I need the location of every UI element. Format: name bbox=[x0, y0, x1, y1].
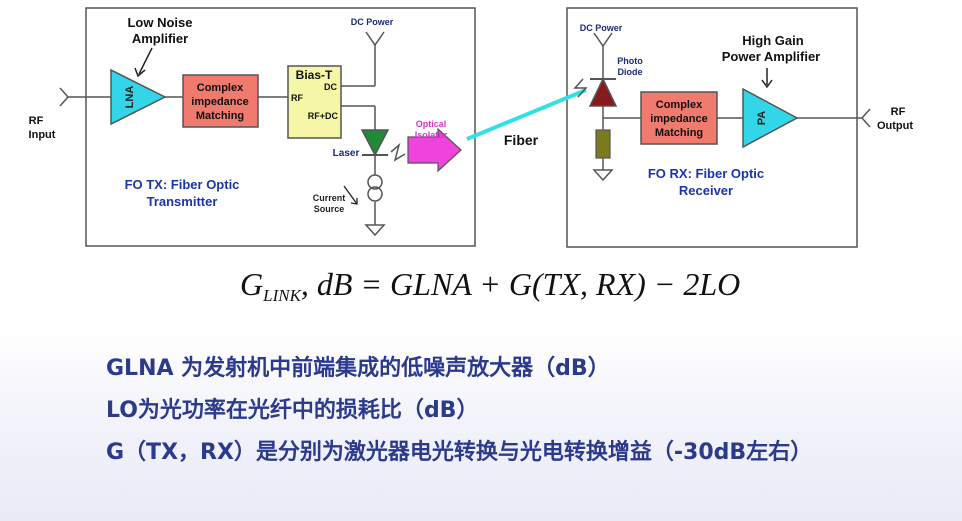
rf-input-line1: RF bbox=[29, 115, 44, 127]
note-glna: GLNA 为发射机中前端集成的低噪声放大器（dB） bbox=[106, 356, 610, 381]
note-lo: LO为光功率在光纤中的损耗比（dB） bbox=[106, 398, 479, 423]
rx-matching-line1: Complex bbox=[656, 99, 703, 111]
rf-output-line2: Output bbox=[877, 120, 913, 132]
tx-panel bbox=[85, 7, 476, 247]
isolator-label-line2: Isolator bbox=[415, 130, 448, 140]
formula-g: G bbox=[240, 266, 264, 302]
rx-caption-line1: FO RX: Fiber Optic bbox=[648, 166, 764, 181]
fiber-label: Fiber bbox=[504, 132, 539, 148]
lna-amplifier bbox=[110, 68, 167, 126]
bias-tee-rf-port: RF bbox=[291, 93, 303, 103]
lna-label: LNA bbox=[124, 86, 136, 109]
laser-label: Laser bbox=[333, 148, 360, 159]
link-gain-formula: GLINK, dB = GLNA + G(TX, RX) − 2LO bbox=[240, 266, 760, 306]
rx-matching-block bbox=[640, 91, 718, 145]
rf-output-line1: RF bbox=[891, 106, 906, 118]
load-resistor bbox=[595, 129, 611, 159]
tx-caption-line1: FO TX: Fiber Optic bbox=[125, 177, 240, 192]
rx-matching-line3: Matching bbox=[655, 127, 703, 139]
fiber-link-diagram: Low Noise Amplifier LNA RF Input Complex… bbox=[29, 7, 913, 248]
tx-wiring bbox=[59, 31, 406, 237]
rf-input-line2: Input bbox=[29, 129, 56, 141]
note-gtxrx: G（TX，RX）是分别为激光器电光转换与光电转换增益（-30dB左右） bbox=[106, 440, 813, 465]
isolator-label-line1: Optical bbox=[416, 119, 447, 129]
current-source-line2: Source bbox=[314, 204, 345, 214]
lna-title-line2: Amplifier bbox=[132, 31, 188, 46]
tx-matching-line2: impedance bbox=[191, 96, 248, 108]
formula-subscript: LINK bbox=[263, 286, 301, 305]
optical-isolator bbox=[407, 127, 462, 173]
rx-dc-power-label: DC Power bbox=[580, 23, 623, 33]
pa-title-line1: High Gain bbox=[742, 33, 803, 48]
pa-label: PA bbox=[756, 111, 768, 126]
rx-caption-line2: Receiver bbox=[679, 183, 733, 198]
rx-wiring bbox=[573, 32, 871, 182]
photo-diode-label-line1: Photo bbox=[617, 56, 643, 66]
pa-title-line2: Power Amplifier bbox=[722, 49, 820, 64]
current-source-line1: Current bbox=[313, 193, 346, 203]
laser-diode bbox=[360, 129, 390, 157]
tx-matching-line1: Complex bbox=[197, 82, 244, 94]
tx-matching-line3: Matching bbox=[196, 110, 244, 122]
formula-rest: , dB = GLNA + G(TX, RX) − 2LO bbox=[300, 266, 741, 302]
pa-amplifier bbox=[742, 87, 799, 149]
tx-dc-power-label: DC Power bbox=[351, 17, 394, 27]
optical-fiber bbox=[466, 88, 587, 141]
lna-title-line1: Low Noise bbox=[127, 15, 192, 30]
current-source-arrow bbox=[343, 185, 358, 205]
rx-matching-line2: impedance bbox=[650, 113, 707, 125]
tx-matching-block bbox=[182, 74, 259, 128]
bias-tee-dc-port: DC bbox=[324, 82, 337, 92]
bias-tee-rfdc-port: RF+DC bbox=[308, 111, 339, 121]
explanation-notes: GLNA 为发射机中前端集成的低噪声放大器（dB） LO为光功率在光纤中的损耗比… bbox=[106, 348, 812, 474]
bias-tee-title: Bias-T bbox=[296, 68, 333, 82]
photo-diode bbox=[588, 77, 618, 107]
photo-diode-label-line2: Diode bbox=[617, 67, 642, 77]
tx-caption-line2: Transmitter bbox=[147, 194, 218, 209]
bias-tee-block bbox=[287, 65, 342, 139]
